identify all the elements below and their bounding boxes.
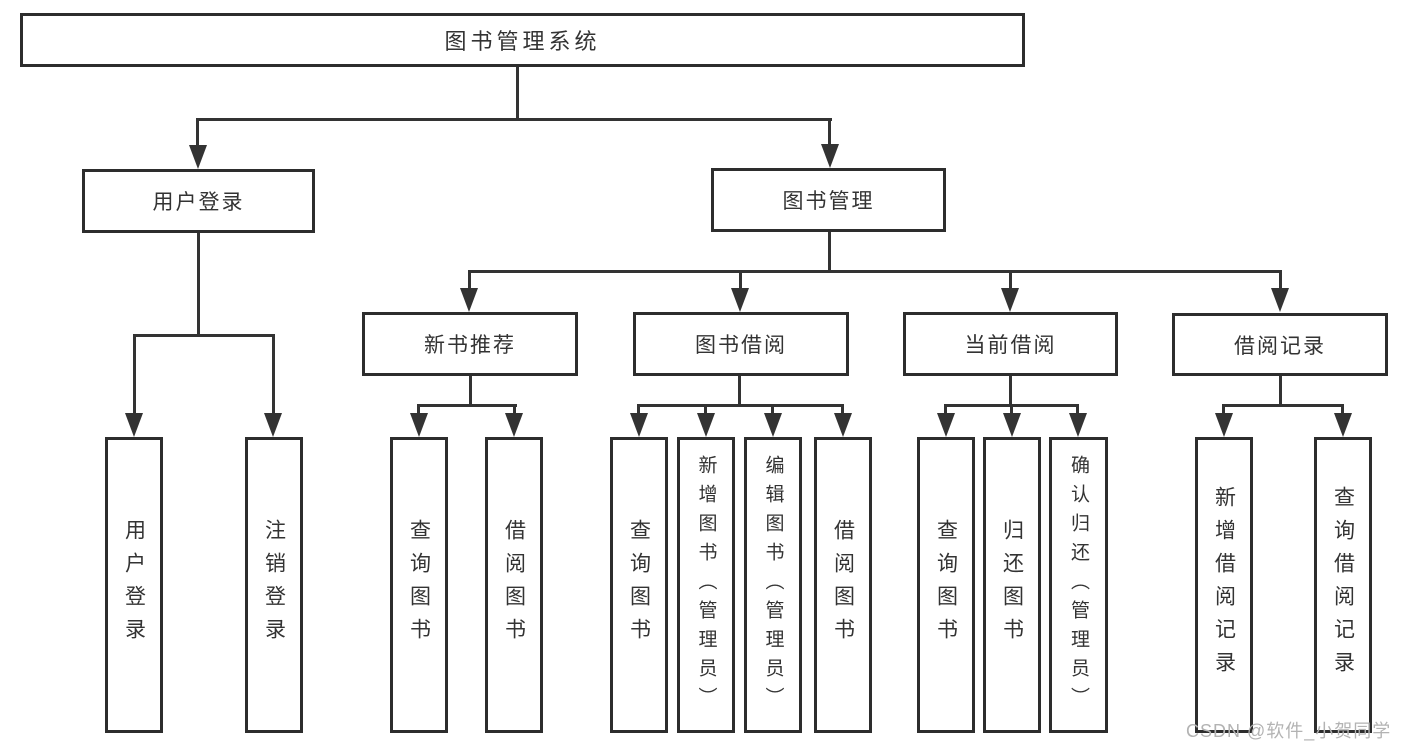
arrowhead-bb-leaf2 bbox=[697, 413, 715, 437]
node-root-label: 图书管理系统 bbox=[444, 29, 601, 54]
leaf-bb-edit-books-admin-label: 编辑图书（管理员） bbox=[762, 454, 784, 716]
connector-new-books-stem bbox=[469, 376, 472, 407]
node-book-borrow: 图书借阅 bbox=[633, 312, 849, 376]
connector-borrow-records-bar bbox=[1222, 404, 1344, 407]
connector-book-borrow-stem bbox=[738, 376, 741, 407]
connector-bb-line1 bbox=[637, 404, 640, 415]
leaf-cb-confirm-return-admin-label: 确认归还（管理员） bbox=[1068, 454, 1089, 716]
arrowhead-cb-leaf3 bbox=[1069, 413, 1087, 437]
arrowhead-cb-leaf1 bbox=[937, 413, 955, 437]
arrowhead-nb-leaf1 bbox=[410, 413, 428, 437]
arrowhead-book-mgmt bbox=[821, 144, 839, 168]
node-new-books-label: 新书推荐 bbox=[424, 334, 516, 357]
connector-l2-line2 bbox=[739, 270, 742, 290]
node-user-login-label: 用户登录 bbox=[152, 191, 245, 214]
arrowhead-bb-leaf4 bbox=[834, 413, 852, 437]
leaf-nb-borrow-books-label: 借阅图书 bbox=[502, 519, 526, 651]
arrowhead-nb-leaf2 bbox=[505, 413, 523, 437]
connector-cb-line2 bbox=[1010, 404, 1013, 415]
leaf-bb-search-books-label: 查询图书 bbox=[627, 519, 651, 651]
connector-bb-line2 bbox=[704, 404, 707, 415]
leaf-bb-borrow-books-label: 借阅图书 bbox=[831, 519, 855, 651]
arrowhead-book-borrow bbox=[731, 288, 749, 312]
leaf-bb-edit-books-admin: 编辑图书（管理员） bbox=[744, 437, 802, 733]
leaf-nb-search-books: 查询图书 bbox=[390, 437, 448, 733]
arrowhead-user-login bbox=[189, 145, 207, 169]
leaf-bb-add-books-admin-label: 新增图书（管理员） bbox=[695, 454, 717, 716]
leaf-nb-search-books-label: 查询图书 bbox=[407, 519, 431, 651]
connector-root-left-line bbox=[196, 118, 199, 147]
node-book-mgmt-label: 图书管理 bbox=[782, 190, 875, 213]
arrowhead-new-books bbox=[460, 288, 478, 312]
connector-br-line2 bbox=[1341, 404, 1344, 415]
node-book-borrow-label: 图书借阅 bbox=[695, 334, 787, 357]
arrowhead-br-leaf1 bbox=[1215, 413, 1233, 437]
leaf-user-login-label: 用户登录 bbox=[122, 519, 146, 651]
connector-cb-line1 bbox=[944, 404, 947, 415]
node-current-borrow-label: 当前借阅 bbox=[964, 334, 1057, 357]
node-current-borrow: 当前借阅 bbox=[903, 312, 1118, 376]
connector-root-right-line bbox=[828, 118, 831, 146]
leaf-br-add-record-label: 新增借阅记录 bbox=[1212, 486, 1236, 684]
leaf-br-search-record: 查询借阅记录 bbox=[1314, 437, 1372, 733]
connector-book-mgmt-bar bbox=[468, 270, 1282, 273]
connector-root-bar bbox=[196, 118, 832, 121]
leaf-logout-label: 注销登录 bbox=[262, 519, 286, 651]
connector-root-stem bbox=[516, 67, 519, 120]
arrowhead-br-leaf2 bbox=[1334, 413, 1352, 437]
connector-borrow-records-stem bbox=[1279, 376, 1282, 407]
csdn-watermark: CSDN @软件_小贺同学 bbox=[1186, 721, 1392, 741]
node-new-books: 新书推荐 bbox=[362, 312, 578, 376]
arrowhead-login-leaf bbox=[125, 413, 143, 437]
connector-l2-line1 bbox=[468, 270, 471, 290]
leaf-user-login: 用户登录 bbox=[105, 437, 163, 733]
connector-user-login-line2 bbox=[272, 334, 275, 415]
connector-user-login-bar bbox=[133, 334, 275, 337]
node-user-login: 用户登录 bbox=[82, 169, 315, 233]
leaf-cb-search-books: 查询图书 bbox=[917, 437, 975, 733]
connector-cb-line3 bbox=[1076, 404, 1079, 415]
leaf-nb-borrow-books: 借阅图书 bbox=[485, 437, 543, 733]
leaf-cb-return-books: 归还图书 bbox=[983, 437, 1041, 733]
connector-current-borrow-stem bbox=[1009, 376, 1012, 407]
connector-book-mgmt-stem bbox=[828, 232, 831, 273]
node-borrow-records-label: 借阅记录 bbox=[1234, 334, 1326, 358]
connector-nb-line1 bbox=[417, 404, 420, 415]
leaf-bb-search-books: 查询图书 bbox=[610, 437, 668, 733]
connector-user-login-line1 bbox=[133, 334, 136, 415]
connector-user-login-stem bbox=[197, 233, 200, 337]
arrowhead-borrow-records bbox=[1271, 288, 1289, 312]
leaf-bb-borrow-books: 借阅图书 bbox=[814, 437, 872, 733]
connector-br-line1 bbox=[1222, 404, 1225, 415]
connector-l2-line3 bbox=[1009, 270, 1012, 290]
leaf-cb-search-books-label: 查询图书 bbox=[934, 519, 958, 651]
arrowhead-bb-leaf1 bbox=[630, 413, 648, 437]
connector-new-books-bar bbox=[417, 404, 517, 407]
node-book-mgmt: 图书管理 bbox=[711, 168, 946, 232]
leaf-cb-return-books-label: 归还图书 bbox=[1000, 519, 1024, 651]
leaf-br-add-record: 新增借阅记录 bbox=[1195, 437, 1253, 733]
leaf-cb-confirm-return-admin: 确认归还（管理员） bbox=[1049, 437, 1108, 733]
node-borrow-records: 借阅记录 bbox=[1172, 313, 1388, 376]
connector-bb-line3 bbox=[771, 404, 774, 415]
arrowhead-cb-leaf2 bbox=[1003, 413, 1021, 437]
arrowhead-bb-leaf3 bbox=[764, 413, 782, 437]
leaf-bb-add-books-admin: 新增图书（管理员） bbox=[677, 437, 735, 733]
node-root: 图书管理系统 bbox=[20, 13, 1025, 67]
connector-nb-line2 bbox=[513, 404, 516, 415]
connector-bb-line4 bbox=[841, 404, 844, 415]
connector-book-borrow-bar bbox=[637, 404, 844, 407]
arrowhead-current-borrow bbox=[1001, 288, 1019, 312]
leaf-logout: 注销登录 bbox=[245, 437, 303, 733]
leaf-br-search-record-label: 查询借阅记录 bbox=[1331, 486, 1355, 684]
connector-l2-line4 bbox=[1279, 270, 1282, 290]
arrowhead-logout-leaf bbox=[264, 413, 282, 437]
